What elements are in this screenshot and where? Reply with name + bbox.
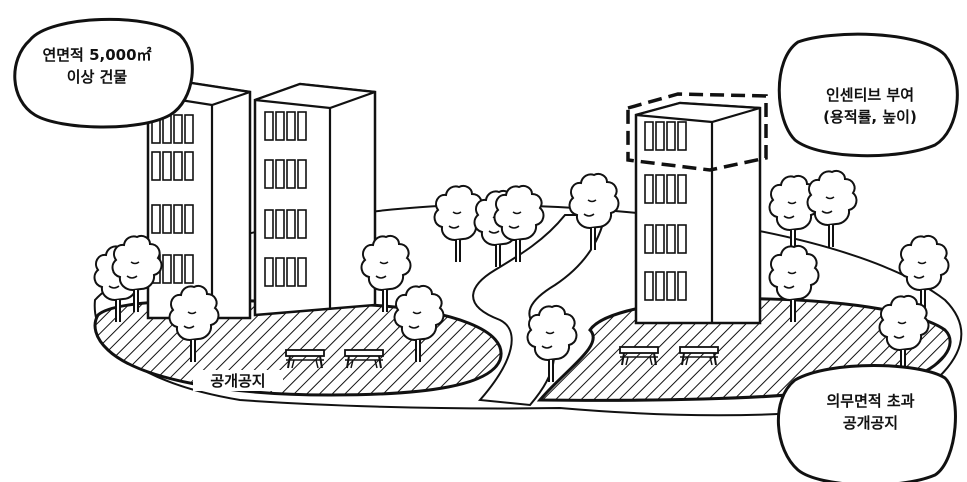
tree-icon bbox=[808, 171, 857, 247]
callout-incentive: 인센티브 부여 (용적률, 높이) bbox=[790, 84, 950, 128]
building-right bbox=[628, 94, 766, 323]
public-space-label: 공개공지 bbox=[193, 370, 283, 391]
callout-building-size: 연면적 5,000㎡ 이상 건물 bbox=[22, 44, 172, 88]
building-left-2 bbox=[255, 84, 375, 315]
callout-excess-public-space: 의무면적 초과 공개공지 bbox=[788, 390, 953, 434]
